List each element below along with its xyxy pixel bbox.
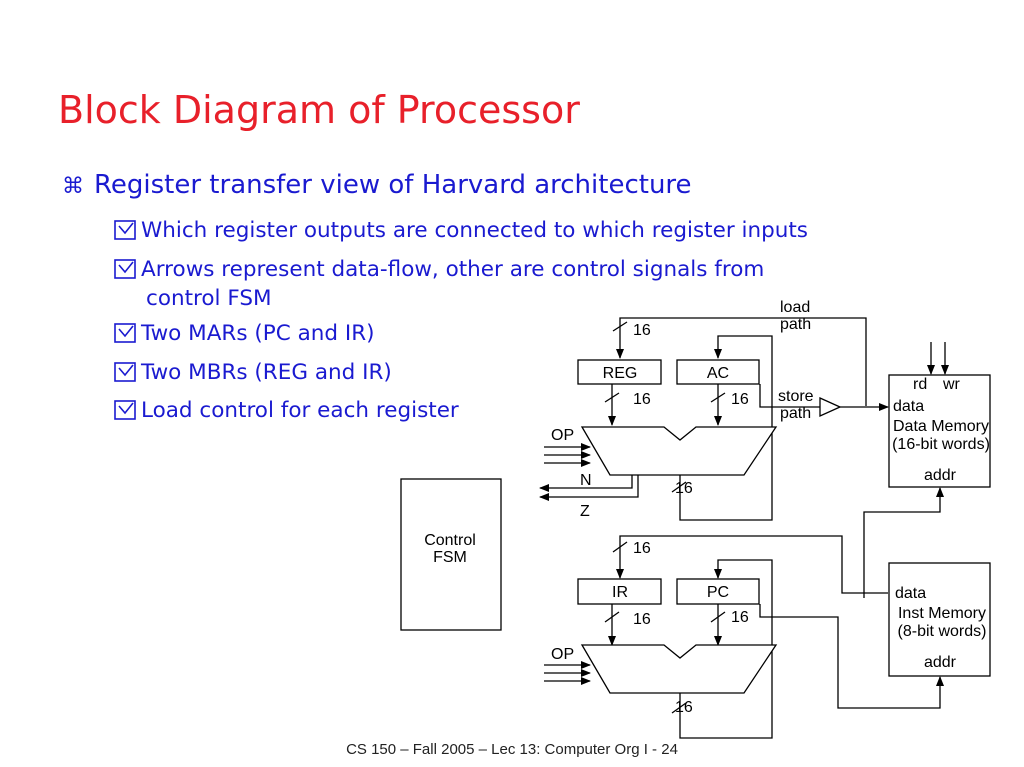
ir-input-tick bbox=[612, 541, 628, 553]
data-memory-name: Data Memory bbox=[893, 418, 989, 435]
width-label: 16 bbox=[633, 540, 651, 557]
pc-to-addr-wire bbox=[759, 604, 944, 709]
sub-bullet-text: Which register outputs are connected to … bbox=[141, 218, 808, 243]
bullet-main-text: Register transfer view of Harvard archit… bbox=[94, 170, 692, 200]
control-fsm-box bbox=[400, 478, 502, 631]
width-label: 16 bbox=[633, 611, 651, 628]
ac-out-tick bbox=[710, 392, 726, 403]
slide-title: Block Diagram of Processor bbox=[58, 88, 580, 132]
flag-z-label: Z bbox=[580, 503, 590, 520]
inst-data-label: data bbox=[895, 585, 926, 602]
inst-memory-box bbox=[888, 562, 991, 677]
sub-bullet-text: Arrows represent data-flow, other are co… bbox=[141, 257, 765, 282]
wr-label: wr bbox=[942, 376, 961, 393]
command-bullet-icon: ⌘ bbox=[62, 174, 84, 199]
checkbox-bullet-icon bbox=[114, 220, 136, 240]
checkbox-bullet-icon bbox=[114, 362, 136, 382]
data-addr-label: addr bbox=[924, 467, 957, 484]
pc-out-tick bbox=[710, 611, 726, 623]
sub-bullet: Two MBRs (REG and IR) bbox=[114, 358, 392, 387]
flag-n-wire bbox=[539, 475, 633, 492]
ir-box bbox=[577, 578, 662, 605]
inst-addr-label: addr bbox=[924, 654, 957, 671]
alu-top bbox=[580, 426, 778, 476]
inst-memory-name: Inst Memory bbox=[898, 605, 986, 622]
checkbox-bullet-icon bbox=[114, 400, 136, 420]
pc-label: PC bbox=[707, 584, 729, 601]
load-path-label: load bbox=[780, 299, 810, 316]
store-path-label: store bbox=[778, 388, 814, 405]
width-label: 16 bbox=[633, 391, 651, 408]
ir-out-tick bbox=[604, 611, 620, 623]
sub-bullet-continuation: control FSM bbox=[146, 286, 272, 311]
op-label: OP bbox=[551, 646, 574, 663]
inst-memory-desc: (8-bit words) bbox=[898, 623, 987, 640]
ac-box bbox=[676, 359, 760, 385]
width-label: 16 bbox=[731, 391, 749, 408]
data-port-label: data bbox=[893, 398, 924, 415]
checkbox-bullet-icon bbox=[114, 259, 136, 279]
reg-out-tick bbox=[604, 392, 620, 403]
sub-bullet: Load control for each register bbox=[114, 396, 459, 425]
alu2-out-tick bbox=[671, 702, 687, 714]
flag-n-label: N bbox=[580, 472, 592, 489]
op-label: OP bbox=[551, 427, 574, 444]
reg-input-tick bbox=[612, 321, 628, 332]
alu-bottom bbox=[580, 644, 778, 694]
pc-box bbox=[676, 578, 760, 605]
data-addr-wire bbox=[863, 487, 944, 598]
load-path-label: path bbox=[780, 316, 811, 333]
flag-z-wire bbox=[539, 475, 639, 501]
inst-to-ir-wire bbox=[616, 535, 888, 594]
alu-out-tick bbox=[671, 481, 687, 493]
reg-label: REG bbox=[603, 365, 638, 382]
slide-footer: CS 150 – Fall 2005 – Lec 13: Computer Or… bbox=[346, 741, 678, 758]
ac-to-store-wire bbox=[759, 384, 820, 408]
control-fsm-label: Control bbox=[424, 532, 476, 549]
width-label: 16 bbox=[633, 322, 651, 339]
ir-label: IR bbox=[612, 584, 628, 601]
store-buffer bbox=[819, 396, 842, 418]
sub-bullet: Which register outputs are connected to … bbox=[114, 216, 808, 245]
sub-bullet-text: Two MBRs (REG and IR) bbox=[141, 360, 392, 385]
width-label: 16 bbox=[675, 480, 693, 497]
sub-bullet: Two MARs (PC and IR) bbox=[114, 319, 375, 348]
store-path-label: path bbox=[780, 405, 811, 422]
ac-label: AC bbox=[707, 365, 729, 382]
sub-bullet-text: Load control for each register bbox=[141, 398, 459, 423]
width-label: 16 bbox=[731, 609, 749, 626]
sub-bullet-text: Two MARs (PC and IR) bbox=[141, 321, 375, 346]
load-path-wire bbox=[616, 317, 867, 406]
sub-bullet: Arrows represent data-flow, other are co… bbox=[114, 255, 764, 313]
control-fsm-label: FSM bbox=[433, 549, 467, 566]
data-memory-box bbox=[888, 374, 991, 488]
bullet-main: ⌘ Register transfer view of Harvard archi… bbox=[62, 170, 692, 200]
width-label: 16 bbox=[675, 699, 693, 716]
reg-box bbox=[577, 359, 662, 385]
data-memory-desc: (16-bit words) bbox=[892, 436, 990, 453]
checkbox-bullet-icon bbox=[114, 323, 136, 343]
rd-label: rd bbox=[913, 376, 927, 393]
